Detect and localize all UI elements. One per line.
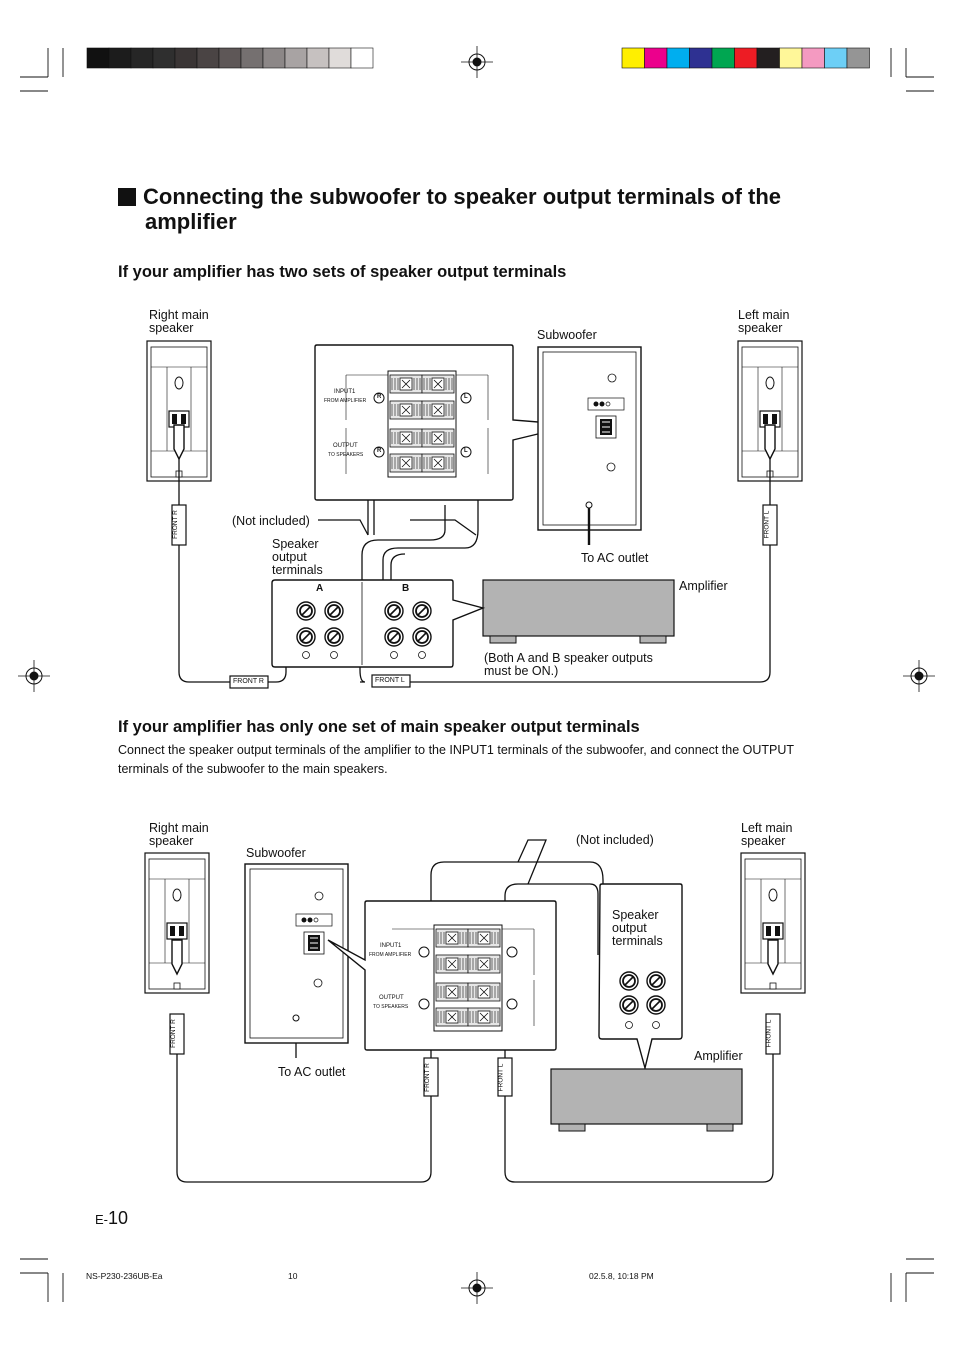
calibration-swatch	[689, 47, 713, 69]
subwoofer-rear-1	[537, 346, 642, 545]
calibration-swatch	[644, 47, 668, 69]
calibration-swatch	[350, 47, 374, 69]
front-l-cable-1	[762, 504, 778, 546]
input1-label-2: INPUT1	[380, 943, 402, 949]
front-l-cable-tag-2	[497, 1057, 513, 1097]
channel-r-label-1a: R	[377, 394, 382, 400]
front-r-cable-2	[169, 1013, 185, 1055]
channel-r-label-1b: R	[377, 448, 382, 454]
calibration-swatch	[152, 47, 176, 69]
front-r-cable-1	[171, 504, 187, 546]
calibration-swatch	[262, 47, 286, 69]
calibration-swatch	[801, 47, 825, 69]
front-l-cable-2	[765, 1013, 781, 1055]
calibration-swatch	[240, 47, 264, 69]
footer-page: 10	[288, 1271, 298, 1281]
from-amplifier-label-1: FROM AMPLIFIER	[324, 398, 367, 404]
calibration-swatch	[756, 47, 780, 69]
front-r-cable-tag-1	[229, 675, 269, 689]
front-l-cable-tag-1	[371, 674, 411, 688]
diagram-2	[144, 839, 806, 1183]
grayscale-calibration-bar	[86, 47, 374, 69]
front-l-cable-label-1: FRONT L	[763, 510, 771, 539]
channel-l-label-1a: L	[464, 394, 468, 400]
terminal-set-a-label: A	[316, 583, 324, 594]
front-r-cable-label-2: FRONT R	[169, 1019, 177, 1048]
registration-mark-top	[461, 46, 493, 78]
front-l-tag-label-1: FRONT L	[375, 677, 405, 684]
calibration-swatch	[711, 47, 735, 69]
front-l-cable-label-2: FRONT L	[765, 1019, 773, 1048]
front-r-tag-label-2: FRONT R	[423, 1063, 431, 1092]
diagram-2-heading: If your amplifier has only one set of ma…	[118, 718, 640, 736]
registration-mark-bottom	[461, 1272, 493, 1304]
calibration-swatch	[846, 47, 870, 69]
section-title: Connecting the subwoofer to speaker outp…	[118, 184, 838, 234]
amplifier-label-1: Amplifier	[679, 579, 728, 593]
terminal-set-b-label: B	[402, 583, 410, 594]
amplifier-terminal-zoom-1	[271, 579, 486, 668]
channel-l-label-1b: L	[464, 448, 468, 454]
subwoofer-terminal-zoom-1	[314, 344, 576, 501]
amplifier-terminal-zoom-2	[598, 883, 683, 1071]
to-speakers-label-1: TO SPEAKERS	[328, 452, 364, 458]
calibration-swatch	[621, 47, 645, 69]
section-bullet	[118, 188, 136, 206]
front-l-tag-label-2: FRONT L	[497, 1063, 505, 1092]
diagram-1-heading: If your amplifier has two sets of speake…	[118, 263, 567, 281]
ac-outlet-label-2: To AC outlet	[278, 1065, 346, 1079]
calibration-swatch	[779, 47, 803, 69]
not-included-label-2: (Not included)	[576, 833, 654, 847]
calibration-swatch	[108, 47, 132, 69]
input1-label-1: INPUT1	[334, 389, 356, 395]
diagram-1	[146, 340, 803, 689]
footer-timestamp: 02.5.8, 10:18 PM	[589, 1271, 654, 1281]
amplifier-label-2: Amplifier	[694, 1049, 743, 1063]
output-label-2: OUTPUT	[379, 995, 404, 1001]
color-calibration-bar	[621, 47, 870, 69]
page-number: E-10	[95, 1208, 129, 1228]
crop-marks	[20, 48, 934, 1302]
calibration-swatch	[734, 47, 758, 69]
front-r-cable-tag-2	[423, 1057, 439, 1097]
amplifier-1	[482, 579, 675, 644]
calibration-swatch	[824, 47, 848, 69]
calibration-swatch	[218, 47, 242, 69]
subwoofer-label-1: Subwoofer	[537, 328, 597, 342]
output-label-1: OUTPUT	[333, 443, 358, 449]
subwoofer-terminal-zoom-2	[327, 900, 557, 1051]
calibration-swatch	[666, 47, 690, 69]
calibration-swatch	[130, 47, 154, 69]
footer-code: NS-P230-236UB-Ea	[86, 1271, 163, 1281]
to-speakers-label-2: TO SPEAKERS	[373, 1004, 409, 1010]
calibration-swatch	[328, 47, 352, 69]
calibration-swatch	[284, 47, 308, 69]
from-amplifier-label-2: FROM AMPLIFIER	[369, 952, 412, 958]
calibration-swatch	[306, 47, 330, 69]
registration-mark-left	[18, 660, 50, 692]
calibration-swatch	[196, 47, 220, 69]
ac-outlet-label-1: To AC outlet	[581, 551, 649, 565]
subwoofer-label-2: Subwoofer	[246, 846, 306, 860]
diagram-2-instructions: Connect the speaker output terminals of …	[118, 743, 794, 776]
calibration-swatch	[174, 47, 198, 69]
not-included-label-1: (Not included)	[232, 514, 310, 528]
front-r-cable-label-1: FRONT R	[171, 510, 179, 539]
subwoofer-rear-2	[244, 863, 349, 1044]
front-r-tag-label-1: FRONT R	[233, 678, 264, 685]
amplifier-2	[550, 1068, 743, 1132]
registration-mark-right	[903, 660, 935, 692]
calibration-swatch	[86, 47, 110, 69]
